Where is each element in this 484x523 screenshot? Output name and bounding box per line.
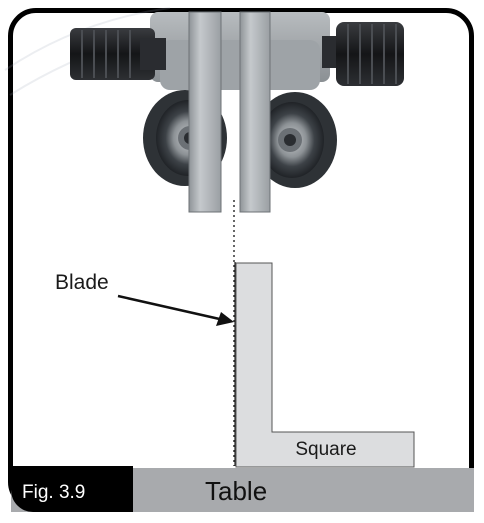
left-knob-icon xyxy=(70,28,166,80)
figure-number: Fig. 3.9 xyxy=(22,482,86,503)
blade-arrow-icon xyxy=(117,294,234,326)
right-knob-icon xyxy=(322,22,404,86)
right-guide-bar xyxy=(239,11,271,213)
square-tool xyxy=(235,262,415,468)
figure-tab xyxy=(11,466,133,512)
left-guide-bar xyxy=(188,11,222,213)
right-bearing-icon xyxy=(253,92,337,188)
upper-blade-guide xyxy=(70,11,404,213)
square-label: Square xyxy=(295,438,357,460)
table-label: Table xyxy=(205,476,268,506)
blade-label: Blade xyxy=(55,271,109,294)
